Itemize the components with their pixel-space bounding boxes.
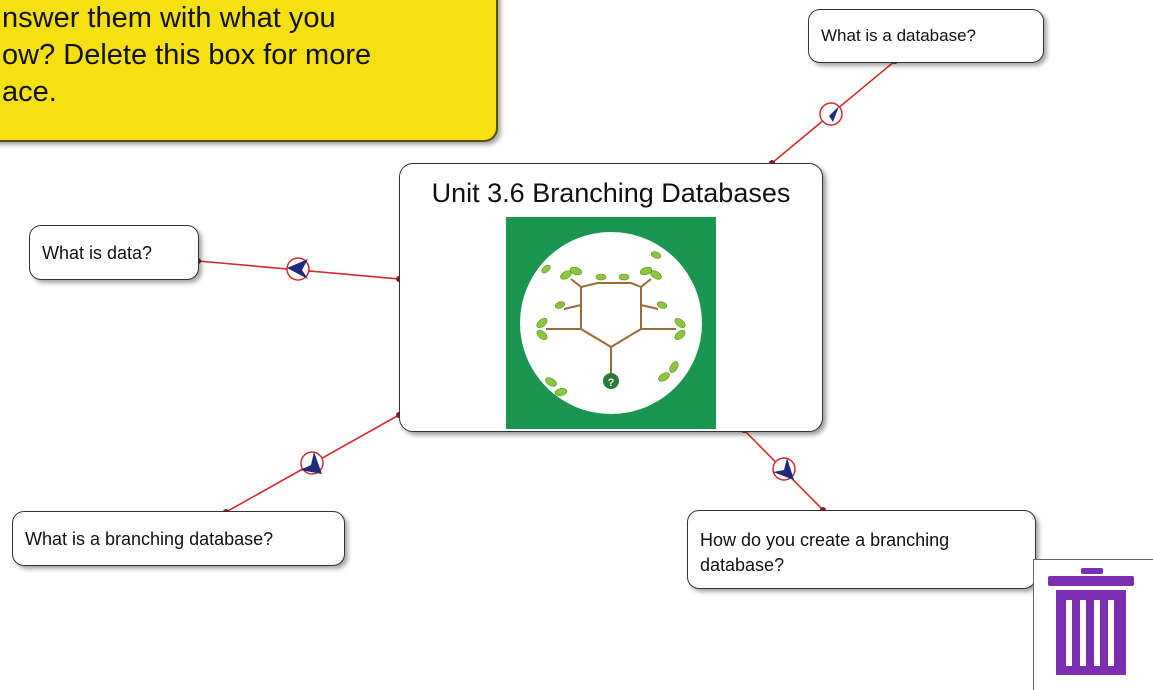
arrow-circle-icon[interactable] [300,451,324,475]
node-label: What is a branching database? [25,529,274,549]
arrow-circle-icon[interactable] [286,257,310,281]
node-what-is-a-branching-database[interactable]: What is a branching database? [12,511,345,566]
node-label: What is a database? [821,26,976,45]
node-how-to-create-branching-database[interactable]: How do you create a branching database? [687,510,1036,589]
instruction-note-text: nswer them with what you ow? Delete this… [2,2,372,108]
branching-tree-logo: ? [506,217,716,429]
trash-icon[interactable] [1044,566,1138,675]
connection-lines [195,58,898,515]
node-what-is-a-database[interactable]: What is a database? [808,9,1044,63]
node-label: How do you create a branching database? [700,530,950,575]
instruction-note[interactable] [0,0,498,142]
arrow-circle-icon[interactable] [819,102,843,126]
central-topic-node[interactable]: Unit 3.6 Branching Databases [399,163,823,432]
node-label: What is data? [42,243,153,263]
arrow-circle-icon[interactable] [772,457,796,481]
logo-badge: ? [608,377,615,389]
central-topic-title: Unit 3.6 Branching Databases [431,178,791,208]
node-what-is-data[interactable]: What is data? [29,225,199,280]
